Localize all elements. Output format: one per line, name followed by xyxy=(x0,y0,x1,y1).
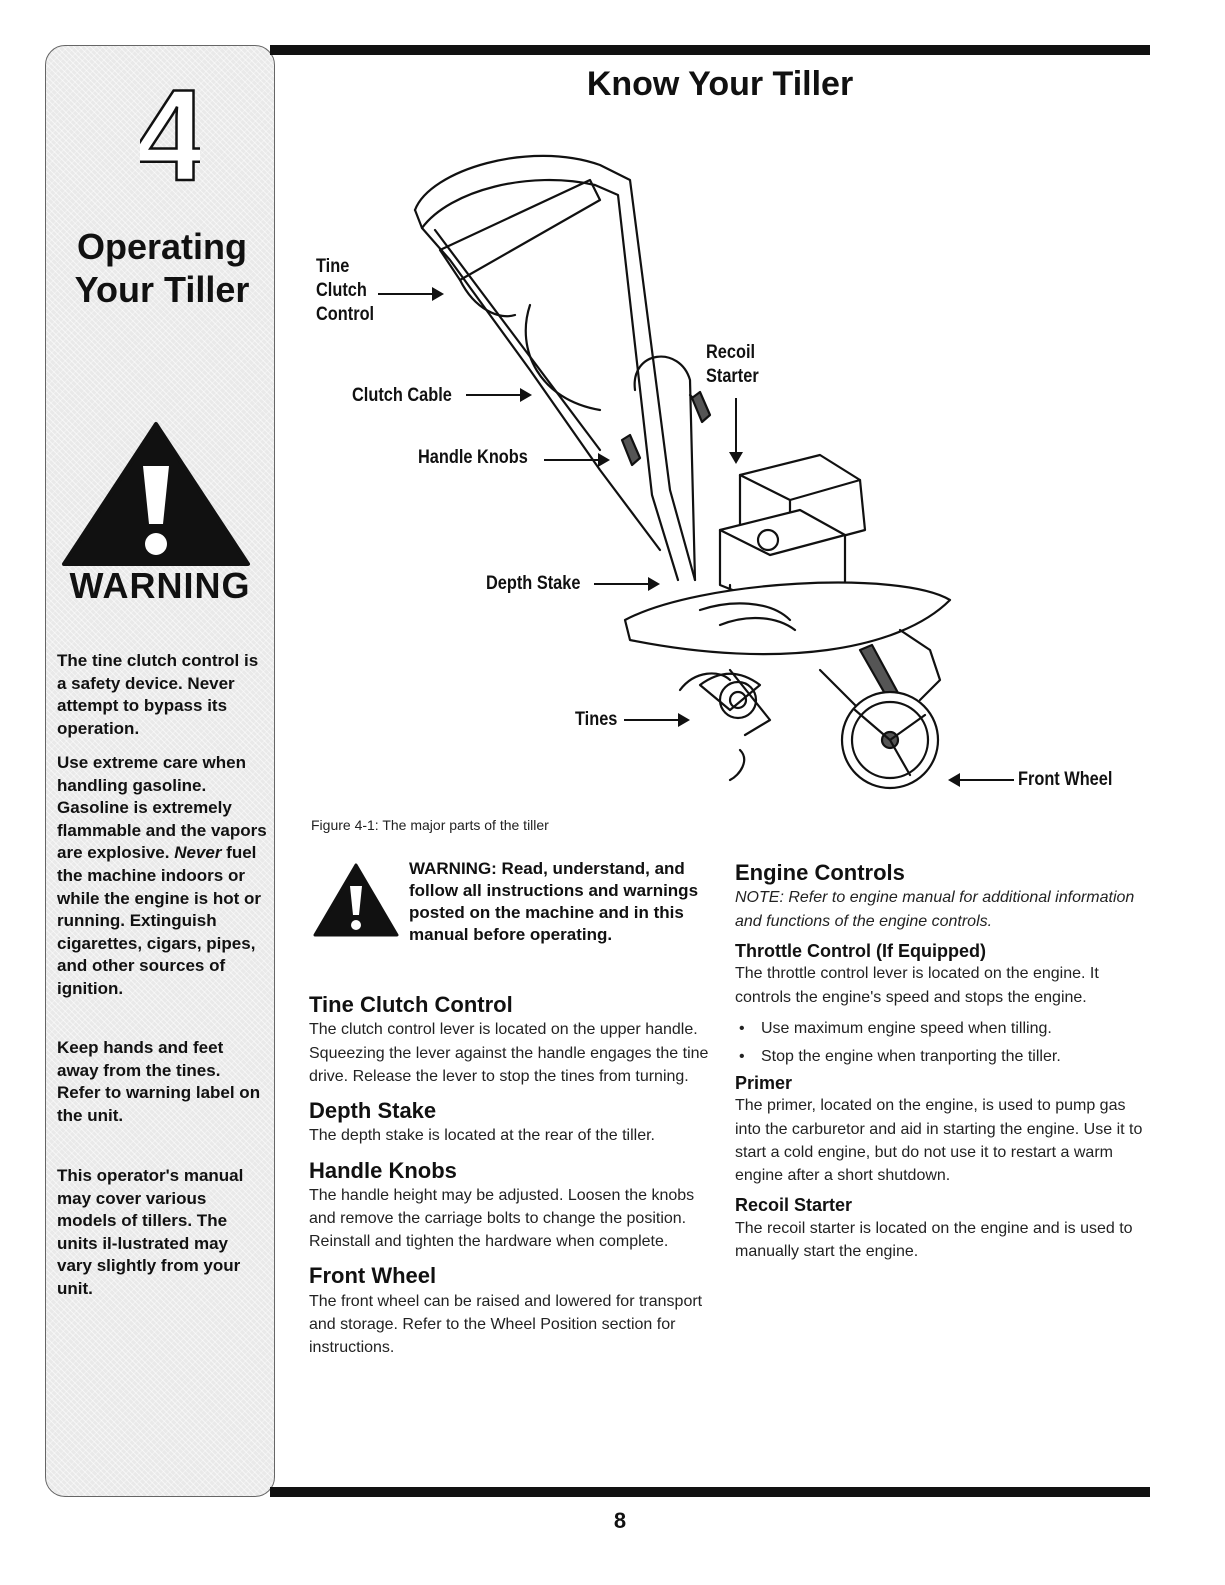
callout-handle-knobs: Handle Knobs xyxy=(418,447,528,468)
text-tine-clutch: The clutch control lever is located on t… xyxy=(309,1021,709,1085)
list-item: Stop the engine when tranporting the til… xyxy=(735,1045,1147,1069)
throttle-bullets: Use maximum engine speed when tilling. S… xyxy=(735,1017,1147,1069)
heading-tine-clutch: Tine Clutch Control xyxy=(309,992,513,1017)
callout-tine-clutch: Tine Clutch Control xyxy=(316,256,375,325)
warning-triangle-icon xyxy=(62,422,250,566)
sidebar-para-hands: Keep hands and feet away from the tines.… xyxy=(57,1038,261,1125)
sidebar-para-gasoline: Use extreme care when handling gasoline.… xyxy=(57,753,267,999)
text-throttle: The throttle control lever is located on… xyxy=(735,965,1099,1006)
text-primer: The primer, located on the engine, is us… xyxy=(735,1097,1143,1184)
text-depth-stake: The depth stake is located at the rear o… xyxy=(309,1127,655,1145)
page-number: 8 xyxy=(613,1508,627,1533)
arrow-down-icon xyxy=(729,398,743,464)
arrow-right-icon xyxy=(594,577,660,591)
heading-recoil-starter: Recoil Starter xyxy=(735,1195,853,1216)
sidebar-title-line2: Your Tiller xyxy=(74,269,250,311)
heading-depth-stake: Depth Stake xyxy=(309,1097,437,1123)
tiller-illustration xyxy=(413,154,952,790)
callout-front-wheel: Front Wheel xyxy=(1018,769,1113,790)
heading-throttle: Throttle Control (If Equipped) xyxy=(735,940,986,961)
bottom-rule xyxy=(270,1487,1150,1497)
sidebar-title-line1: Operating xyxy=(76,226,247,267)
figure-caption: Figure 4-1: The major parts of the tille… xyxy=(311,817,549,833)
warning-triangle-icon xyxy=(313,863,399,937)
sidebar-para-safety: The tine clutch control is a safety devi… xyxy=(57,651,259,738)
heading-primer: Primer xyxy=(735,1072,793,1093)
arrow-left-icon xyxy=(948,773,1014,787)
text-front-wheel: The front wheel can be raised and lowere… xyxy=(309,1292,703,1357)
callout-recoil-starter: Recoil Starter xyxy=(706,342,759,387)
arrow-right-icon xyxy=(466,388,532,402)
warning-heading: WARNING xyxy=(69,565,251,606)
arrow-right-icon xyxy=(624,713,690,727)
heading-front-wheel: Front Wheel xyxy=(309,1263,437,1289)
list-item: Use maximum engine speed when tilling. xyxy=(735,1017,1147,1041)
arrow-right-icon xyxy=(378,287,444,301)
callout-clutch-cable: Clutch Cable xyxy=(352,385,452,406)
text-recoil-starter: The recoil starter is located on the eng… xyxy=(735,1219,1133,1260)
text-handle-knobs: The handle height may be adjusted. Loose… xyxy=(309,1186,695,1251)
chapter-number: 4 xyxy=(140,72,200,192)
left-column: Tine Clutch Control The clutch control l… xyxy=(309,992,719,1359)
arrow-right-icon xyxy=(544,453,610,467)
callout-depth-stake: Depth Stake xyxy=(486,573,581,594)
callout-tines: Tines xyxy=(575,709,618,730)
heading-handle-knobs: Handle Knobs xyxy=(309,1157,457,1183)
chapter-sidebar xyxy=(45,45,275,1497)
top-rule xyxy=(270,45,1150,55)
warning-statement: WARNING: Read, understand, and follow al… xyxy=(409,859,699,945)
sidebar-para-models: This operator's manual may cover various… xyxy=(57,1166,244,1299)
svg-text:4: 4 xyxy=(140,72,200,192)
sidebar-title: Operating Your Tiller xyxy=(62,225,262,311)
right-column: Engine Controls NOTE: Refer to engine ma… xyxy=(735,860,1147,1263)
page-title: Know Your Tiller xyxy=(586,65,854,103)
note-engine-controls: NOTE: Refer to engine manual for additio… xyxy=(735,889,1135,930)
heading-engine-controls: Engine Controls xyxy=(735,860,905,885)
